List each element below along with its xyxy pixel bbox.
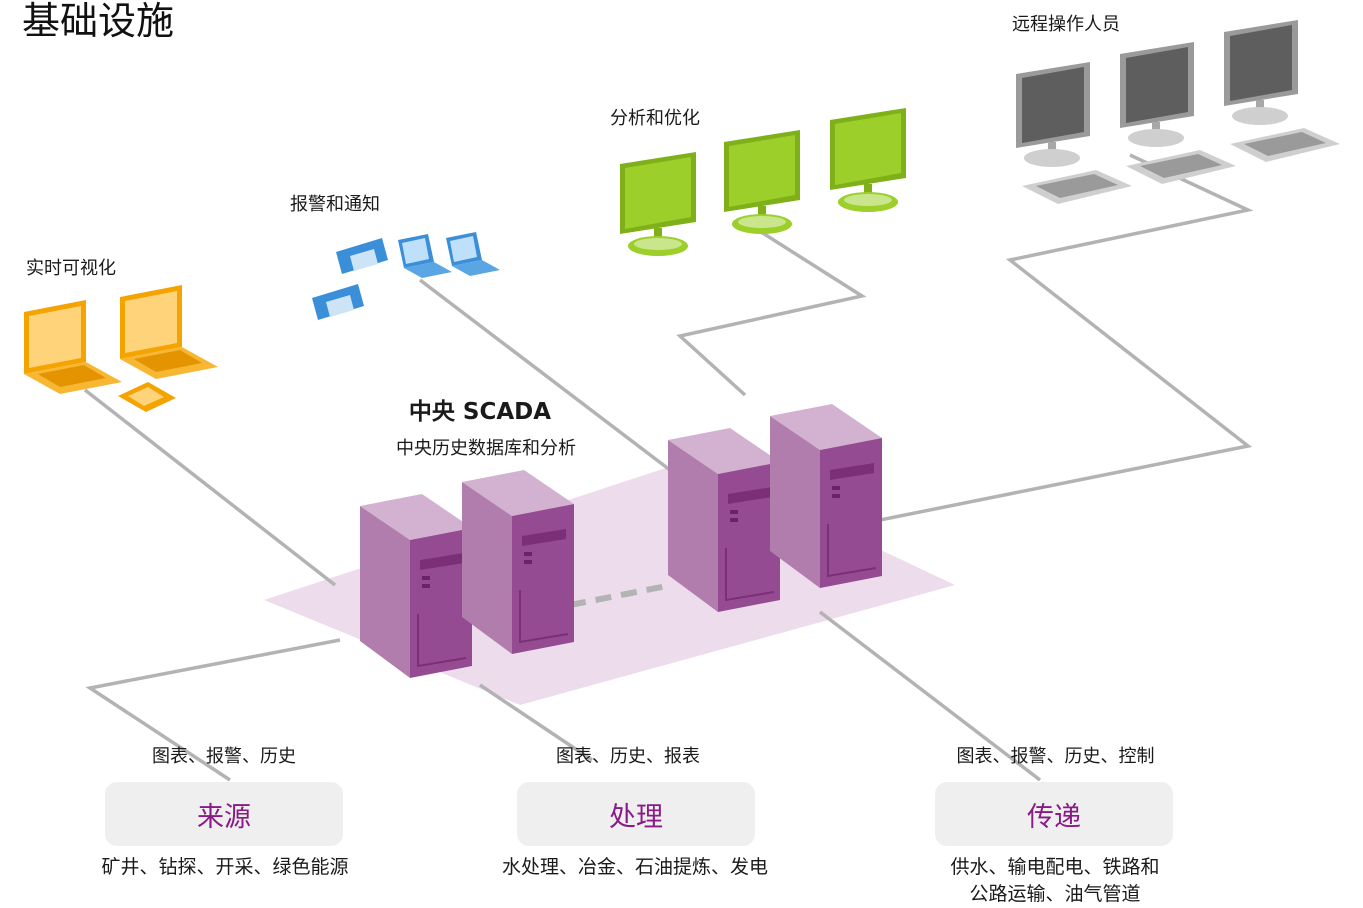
monitor-icon — [724, 130, 800, 234]
group-label-visualization: 实时可视化 — [26, 258, 116, 279]
phone-icon — [312, 284, 364, 320]
line-delivery — [818, 610, 1042, 782]
source-category-box: 来源 — [105, 782, 343, 846]
mobile-device-icon — [398, 234, 452, 278]
delivery-functions: 图表、报警、历史、控制 — [956, 746, 1155, 767]
center-subtitle: 中央历史数据库和分析 — [396, 438, 576, 459]
workstation-icon — [1224, 20, 1340, 162]
server-tower — [668, 428, 780, 612]
process-functions: 图表、历史、报表 — [556, 746, 700, 767]
mobile-device-icon — [446, 232, 500, 276]
source-category-label: 来源 — [197, 801, 251, 833]
source-functions: 图表、报警、历史 — [152, 746, 296, 767]
process-category-box: 处理 — [517, 782, 755, 846]
dashed-link — [569, 582, 673, 608]
server-tower — [360, 494, 472, 678]
source-examples: 矿井、钻探、开采、绿色能源 — [101, 856, 349, 878]
delivery-category-label: 传递 — [1027, 801, 1081, 833]
process-examples: 水处理、冶金、石油提炼、发电 — [501, 856, 768, 878]
laptop-icon — [120, 285, 218, 379]
delivery-category-box: 传递 — [935, 782, 1173, 846]
process-category-label: 处理 — [609, 801, 663, 833]
workstation-icon — [1016, 62, 1132, 204]
monitor-icon — [830, 108, 906, 212]
delivery-examples: 供水、输电配电、铁路和 公路运输、油气管道 — [905, 854, 1205, 908]
group-label-analysis: 分析和优化 — [610, 108, 700, 129]
laptop-icon — [24, 300, 122, 394]
workstation-icon — [1120, 42, 1236, 184]
line-process — [479, 683, 593, 762]
line-source — [85, 638, 341, 782]
tablet-icon — [118, 382, 176, 412]
group-label-alarms: 报警和通知 — [290, 194, 380, 215]
page-title: 基础设施 — [22, 0, 175, 43]
group-label-remote: 远程操作人员 — [1012, 14, 1120, 35]
delivery-examples-line1: 供水、输电配电、铁路和 — [950, 856, 1160, 878]
server-tower — [462, 470, 574, 654]
center-title: 中央 SCADA — [408, 399, 552, 425]
line-alarms — [418, 278, 672, 472]
server-tower — [770, 404, 882, 588]
phone-icon — [336, 238, 388, 274]
monitor-icon — [620, 152, 696, 256]
delivery-examples-line2: 公路运输、油气管道 — [969, 883, 1141, 905]
line-visualization — [83, 388, 337, 587]
line-analysis — [676, 223, 867, 397]
connector-lines — [83, 153, 1254, 782]
line-remote — [879, 153, 1254, 522]
